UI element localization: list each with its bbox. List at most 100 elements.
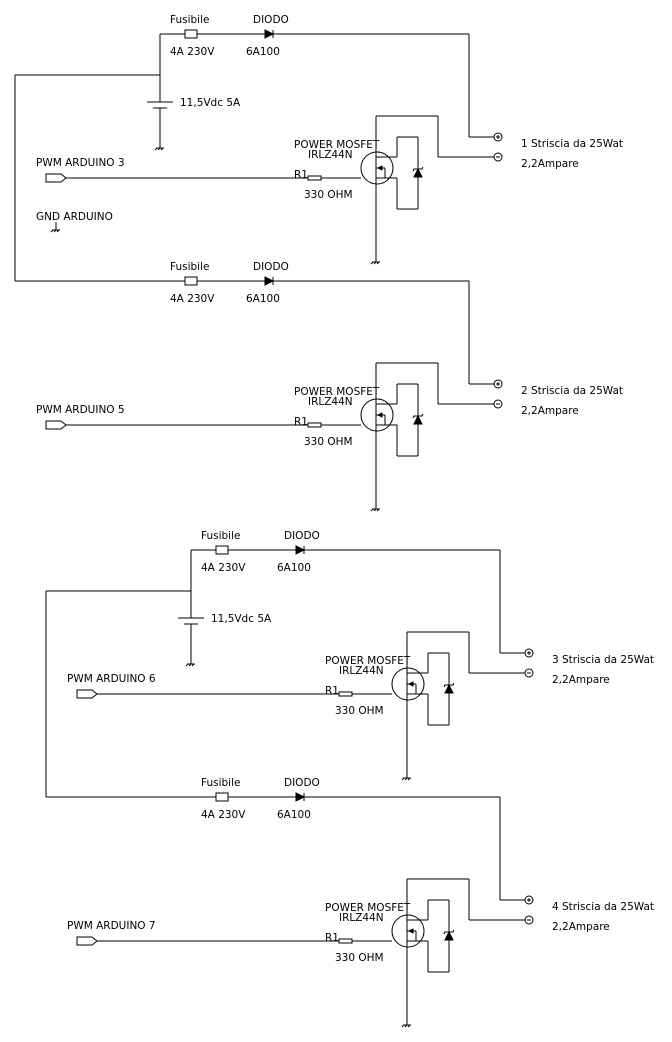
- pwm-label: PWM ARDUINO 6: [67, 673, 156, 685]
- terminal-circle: [493, 379, 503, 389]
- diode-icon: [264, 29, 275, 39]
- plus-terminal-icon: [524, 895, 534, 905]
- ground-hatch: [191, 663, 195, 667]
- fuse-label: Fusibile: [170, 14, 209, 26]
- mosfet-circle: [391, 667, 425, 701]
- ground-hatch: [370, 508, 374, 512]
- resistor-icon: [338, 691, 353, 697]
- mosfet-arrow: [376, 165, 383, 171]
- ground-hatch: [157, 147, 161, 151]
- diode-icon: [295, 792, 306, 802]
- ground-hatch: [407, 1024, 411, 1028]
- terminal-circle: [524, 648, 534, 658]
- mosfet-icon: [360, 363, 397, 509]
- resistor-value: 330 OHM: [335, 705, 384, 717]
- mosfet-label: POWER MOSFET: [294, 139, 380, 151]
- resistor-label: R1: [325, 685, 339, 697]
- fuse-icon: [184, 276, 198, 286]
- ground-hatch: [185, 663, 189, 667]
- resistor-label: R1: [294, 416, 308, 428]
- fuse-label: Fusibile: [201, 530, 240, 542]
- zener-bar: [443, 929, 455, 935]
- ground-icon: [401, 777, 411, 781]
- ground-icon: [154, 147, 164, 151]
- terminal-circle: [493, 132, 503, 142]
- pwm-connector-icon: [45, 420, 67, 430]
- ground-icon: [185, 663, 195, 667]
- ground-hatch: [370, 261, 374, 265]
- ground-hatch: [407, 777, 411, 781]
- gnd-label: GND ARDUINO: [36, 211, 113, 223]
- mosfet-model: IRLZ44N: [308, 149, 353, 161]
- resistor-value: 330 OHM: [335, 952, 384, 964]
- zener-triangle: [444, 683, 454, 694]
- minus-terminal-icon: [493, 152, 503, 162]
- ground-icon: [50, 229, 60, 233]
- mosfet-icon: [360, 116, 397, 262]
- resistor-value: 330 OHM: [304, 436, 353, 448]
- fuse-value: 4A 230V: [201, 809, 246, 821]
- pwm-label: PWM ARDUINO 7: [67, 920, 156, 932]
- ground-hatch: [188, 663, 192, 667]
- zener-diode-icon: [443, 929, 455, 941]
- ground-hatch: [401, 1024, 405, 1028]
- diode-value: 6A100: [277, 809, 311, 821]
- ground-hatch: [50, 229, 54, 233]
- diode-value: 6A100: [246, 293, 280, 305]
- load-label: 4 Striscia da 25Wat: [552, 901, 654, 913]
- ground-hatch: [53, 229, 57, 233]
- resistor-icon: [307, 422, 322, 428]
- diode-icon: [295, 545, 306, 555]
- fuse-icon: [184, 29, 198, 39]
- resistor-label: R1: [325, 932, 339, 944]
- load-current: 2,2Ampare: [521, 158, 579, 170]
- mosfet-circle: [360, 398, 394, 432]
- pwm-label: PWM ARDUINO 5: [36, 404, 125, 416]
- terminal-circle: [524, 895, 534, 905]
- fuse-label: Fusibile: [170, 261, 209, 273]
- load-current: 2,2Ampare: [552, 921, 610, 933]
- circuit-block-4: Fusibile 4A 230V DIODO 6A100 4 Striscia da 2…: [46, 777, 654, 1028]
- mosfet-arrow: [407, 928, 414, 934]
- mosfet-label: POWER MOSFET: [294, 386, 380, 398]
- mosfet-circle: [360, 151, 394, 185]
- ground-hatch: [160, 147, 164, 151]
- diode-label: DIODO: [253, 261, 289, 273]
- mosfet-label: POWER MOSFET: [325, 902, 411, 914]
- diode-label: DIODO: [284, 530, 320, 542]
- plus-terminal-icon: [524, 648, 534, 658]
- minus-terminal-icon: [493, 399, 503, 409]
- ground-hatch: [404, 777, 408, 781]
- zener-diode-icon: [412, 166, 424, 178]
- diode-label: DIODO: [253, 14, 289, 26]
- mosfet-arrow: [407, 681, 414, 687]
- ground-hatch: [373, 508, 377, 512]
- diode-icon: [264, 276, 275, 286]
- battery-label: 11,5Vdc 5A: [180, 97, 241, 109]
- pwm-connector-icon: [45, 173, 67, 183]
- ground-icon: [401, 1024, 411, 1028]
- mosfet-circle: [391, 914, 425, 948]
- fuse-label: Fusibile: [201, 777, 240, 789]
- zener-diode-icon: [412, 413, 424, 425]
- diode-value: 6A100: [246, 46, 280, 58]
- diode-label: DIODO: [284, 777, 320, 789]
- fuse-icon: [215, 792, 229, 802]
- zener-diode-icon: [443, 682, 455, 694]
- resistor-value: 330 OHM: [304, 189, 353, 201]
- load-label: 3 Striscia da 25Wat: [552, 654, 654, 666]
- fuse-value: 4A 230V: [201, 562, 246, 574]
- mosfet-model: IRLZ44N: [308, 396, 353, 408]
- zener-bar: [412, 413, 424, 419]
- ground-hatch: [373, 261, 377, 265]
- ground-hatch: [376, 261, 380, 265]
- ground-hatch: [376, 508, 380, 512]
- mosfet-icon: [391, 879, 428, 1025]
- zener-bar: [443, 682, 455, 688]
- mosfet-model: IRLZ44N: [339, 912, 384, 924]
- ground-icon: [370, 508, 380, 512]
- mosfet-model: IRLZ44N: [339, 665, 384, 677]
- load-current: 2,2Ampare: [552, 674, 610, 686]
